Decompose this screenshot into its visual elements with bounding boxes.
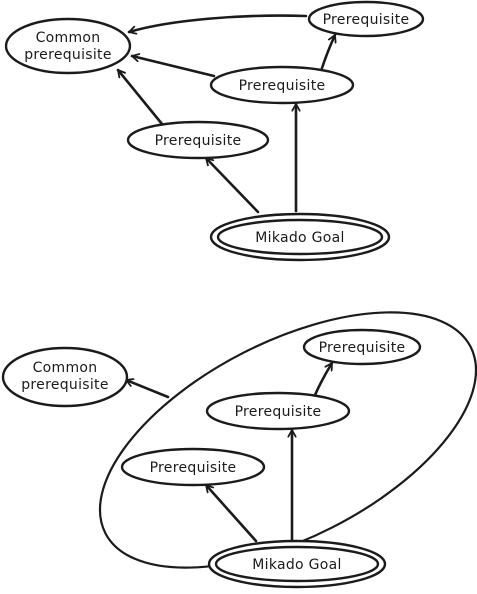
node-label-line1: Common: [33, 360, 98, 376]
edge-goal-to-left: [204, 483, 258, 543]
node-label-line1: Common: [36, 30, 101, 46]
node-label: Mikado Goal: [252, 557, 342, 573]
top-diagram: Common prerequisite Prerequisite Prerequ…: [4, 0, 425, 262]
node-common-prerequisite: Common prerequisite: [4, 17, 132, 75]
node-prerequisite-top-right: Prerequisite: [307, 0, 425, 38]
edge-group-to-common: [124, 380, 170, 399]
node-label: Mikado Goal: [255, 230, 345, 246]
node-mikado-goal: Mikado Goal: [207, 539, 387, 589]
node-prerequisite-middle-right: Prerequisite: [209, 65, 355, 105]
group-boundary: [98, 311, 477, 569]
edge-goal-to-left: [204, 156, 260, 214]
node-label: Prerequisite: [150, 460, 237, 476]
node-label: Prerequisite: [235, 404, 322, 420]
node-label: Prerequisite: [323, 12, 410, 28]
edge-middle-to-topright: [320, 33, 335, 70]
edge-topright-to-common: [127, 14, 308, 32]
edge-middle-to-common: [130, 56, 216, 78]
node-mikado-goal: Mikado Goal: [209, 212, 391, 262]
node-prerequisite-left: Prerequisite: [120, 447, 266, 487]
node-label: Prerequisite: [319, 340, 406, 356]
edge-left-to-common: [116, 68, 164, 126]
node-label: Prerequisite: [239, 78, 326, 94]
bottom-diagram: Common prerequisite Prerequisite Prerequ…: [1, 311, 477, 589]
node-prerequisite-top-right: Prerequisite: [302, 328, 422, 366]
node-label-line2: prerequisite: [24, 47, 112, 63]
node-prerequisite-left: Prerequisite: [126, 120, 270, 160]
node-prerequisite-middle-right: Prerequisite: [205, 391, 351, 431]
edge-middle-to-topright: [313, 361, 334, 397]
node-common-prerequisite: Common prerequisite: [1, 346, 129, 408]
node-label: Prerequisite: [155, 133, 242, 149]
node-label-line2: prerequisite: [21, 377, 109, 393]
